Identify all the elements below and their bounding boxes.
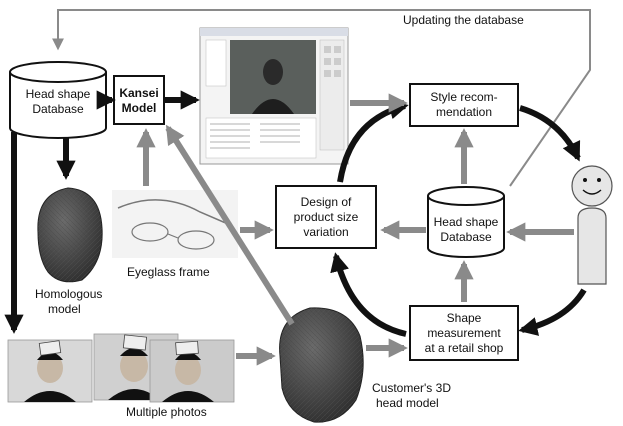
updating-label: Updating the database <box>403 13 524 27</box>
shape-line3: at a retail shop <box>425 341 504 355</box>
head-db-right-line1: Head shape <box>434 215 499 229</box>
arc-customer-to-shape <box>518 288 587 336</box>
style-line2: mendation <box>436 105 492 119</box>
customer-person-icon <box>571 165 613 285</box>
design-line1: Design of <box>301 195 352 209</box>
head-db-left-line2: Database <box>32 102 84 116</box>
homologous-caption-line1: Homologous <box>35 287 102 301</box>
head-shape-database-right: Head shape Database <box>427 186 505 258</box>
head-db-right-line2: Database <box>440 230 492 244</box>
eyeglass-frame-image <box>112 190 238 258</box>
kansei-line2: Model <box>122 101 157 115</box>
design-line2: product size <box>294 210 359 224</box>
kansei-model-box: Kansei Model <box>113 75 165 125</box>
customer-3d-head-model <box>279 307 364 423</box>
shape-line1: Shape <box>447 311 482 325</box>
style-line1: Style recom- <box>430 90 497 104</box>
style-recommendation-box: Style recom- mendation <box>409 83 519 127</box>
arc-style-to-customer <box>519 105 581 162</box>
gray-arrows <box>136 93 574 366</box>
multiple-photos <box>7 333 235 403</box>
kansei-line1: Kansei <box>119 86 158 100</box>
customer-caption-line2: head model <box>376 396 439 410</box>
design-line3: variation <box>303 225 348 239</box>
head-db-left-line1: Head shape <box>26 87 91 101</box>
design-box: Design of product size variation <box>275 185 377 249</box>
head-shape-database-left: Head shape Database <box>9 61 107 139</box>
homologous-head-model <box>37 187 103 283</box>
arrow-customer-model-to-kansei <box>165 124 295 326</box>
eyeglass-caption: Eyeglass frame <box>127 265 210 279</box>
homologous-caption-line2: model <box>48 302 81 316</box>
customer-caption-line1: Customer's 3D <box>372 381 451 395</box>
photos-caption: Multiple photos <box>126 405 207 419</box>
shape-line2: measurement <box>427 326 501 340</box>
shape-measurement-box: Shape measurement at a retail shop <box>409 305 519 361</box>
update-loop-arrow <box>52 9 591 187</box>
arc-shape-to-design <box>330 252 407 337</box>
arc-design-to-style <box>337 100 409 183</box>
software-screenshot <box>199 27 349 165</box>
